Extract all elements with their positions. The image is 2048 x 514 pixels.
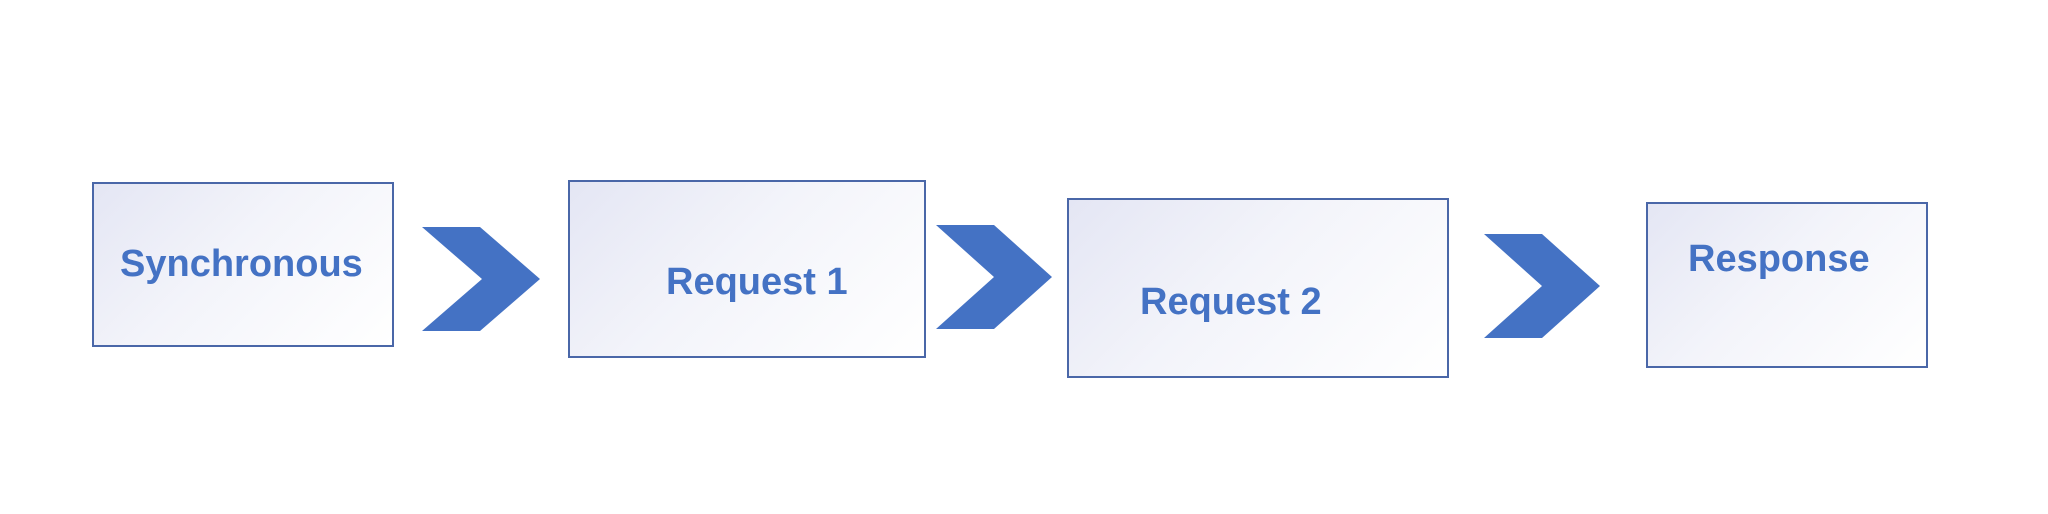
step-box-request-2	[1067, 198, 1449, 378]
step-box-synchronous	[92, 182, 394, 347]
step-label-response: Response	[1688, 238, 1870, 280]
chevron-right-icon	[1482, 232, 1602, 340]
chevron-right-icon	[420, 225, 542, 333]
chevron-right-icon	[934, 223, 1054, 331]
step-label-request-1: Request 1	[666, 261, 848, 303]
step-label-synchronous: Synchronous	[120, 243, 363, 285]
step-label-request-2: Request 2	[1140, 281, 1322, 323]
step-box-response	[1646, 202, 1928, 368]
step-box-request-1	[568, 180, 926, 358]
